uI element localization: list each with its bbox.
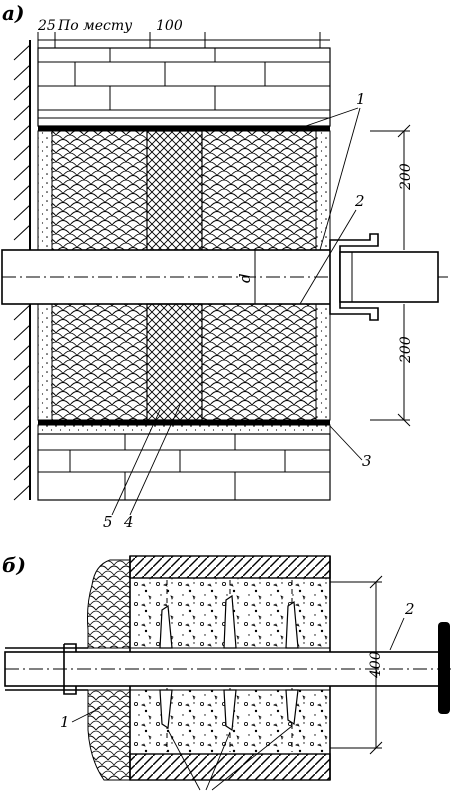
- side-grout-right-upper: [315, 130, 331, 251]
- mineral-wool-left-upper: [51, 130, 148, 251]
- panel-b-letter: б): [2, 553, 26, 577]
- top-dimension: 25 По месту 100: [37, 18, 330, 48]
- pipe-assembly: d: [1, 233, 450, 321]
- callouts-a: 1 2 3 5 4: [103, 90, 372, 531]
- lower-brick-masonry: [37, 433, 331, 501]
- dim-b-height: 400: [368, 651, 384, 679]
- soil-mass-lower: [87, 689, 131, 781]
- pipe-outer-end: [339, 251, 439, 303]
- leader-lines-bottom: [167, 725, 293, 791]
- callout-4-a: 4: [123, 513, 134, 531]
- upper-brick-masonry: [37, 47, 331, 127]
- upper-lintel: [38, 126, 330, 131]
- soil-mass: [87, 559, 131, 649]
- rib-upper-3: [285, 600, 299, 649]
- rib-upper-2: [223, 594, 237, 649]
- upper-fill: [37, 130, 331, 251]
- panel-a-letter: а): [2, 1, 24, 25]
- rib-lower-3: [285, 689, 299, 726]
- rib-lower-1: [159, 689, 173, 730]
- pipe-b-sleeve: [63, 643, 77, 695]
- lower-mortar-bed: [37, 424, 331, 435]
- dim-upper-height: 200: [398, 163, 414, 191]
- panel-a: а) 25 По месту 100: [1, 1, 450, 531]
- side-grout-right-lower: [315, 303, 331, 421]
- lower-fill: [37, 303, 331, 421]
- callout-5-a: 5: [103, 513, 113, 531]
- rib-upper-1: [159, 604, 173, 649]
- mineral-wool-left-lower: [51, 303, 148, 421]
- slab-top-hatch: [129, 555, 331, 579]
- callout-2-b: 2: [404, 600, 415, 618]
- side-grout-left-lower: [37, 303, 53, 421]
- panel-b: б): [2, 553, 455, 791]
- crosshatch-insulation-upper: [146, 130, 203, 251]
- pipe-diameter-symbol: d: [236, 273, 254, 283]
- pipe-b-flange: [438, 622, 450, 714]
- vertical-dimensions: 200 200: [370, 124, 414, 427]
- callout-1-a: 1: [356, 90, 366, 108]
- dim-left-gap: 25: [37, 18, 56, 34]
- wall-hatch-strokes: [13, 44, 31, 501]
- side-grout-left-upper: [37, 130, 53, 251]
- callout-1-b: 1: [60, 713, 70, 731]
- dim-right-gap: 100: [156, 18, 183, 34]
- rib-lower-2: [223, 689, 237, 732]
- crosshatch-insulation-lower: [146, 303, 203, 421]
- callouts-b: 1 2: [60, 600, 415, 791]
- mineral-wool-right-upper: [201, 130, 317, 251]
- callout-3-a: 3: [362, 452, 372, 470]
- callout-2-a: 2: [354, 192, 365, 210]
- lower-lintel: [38, 420, 330, 425]
- pipe-b: [4, 622, 455, 714]
- dim-lower-height: 200: [398, 336, 414, 364]
- dimension-b: 400: [330, 575, 384, 755]
- mineral-wool-right-lower: [201, 303, 317, 421]
- dim-in-situ: По месту: [57, 18, 133, 34]
